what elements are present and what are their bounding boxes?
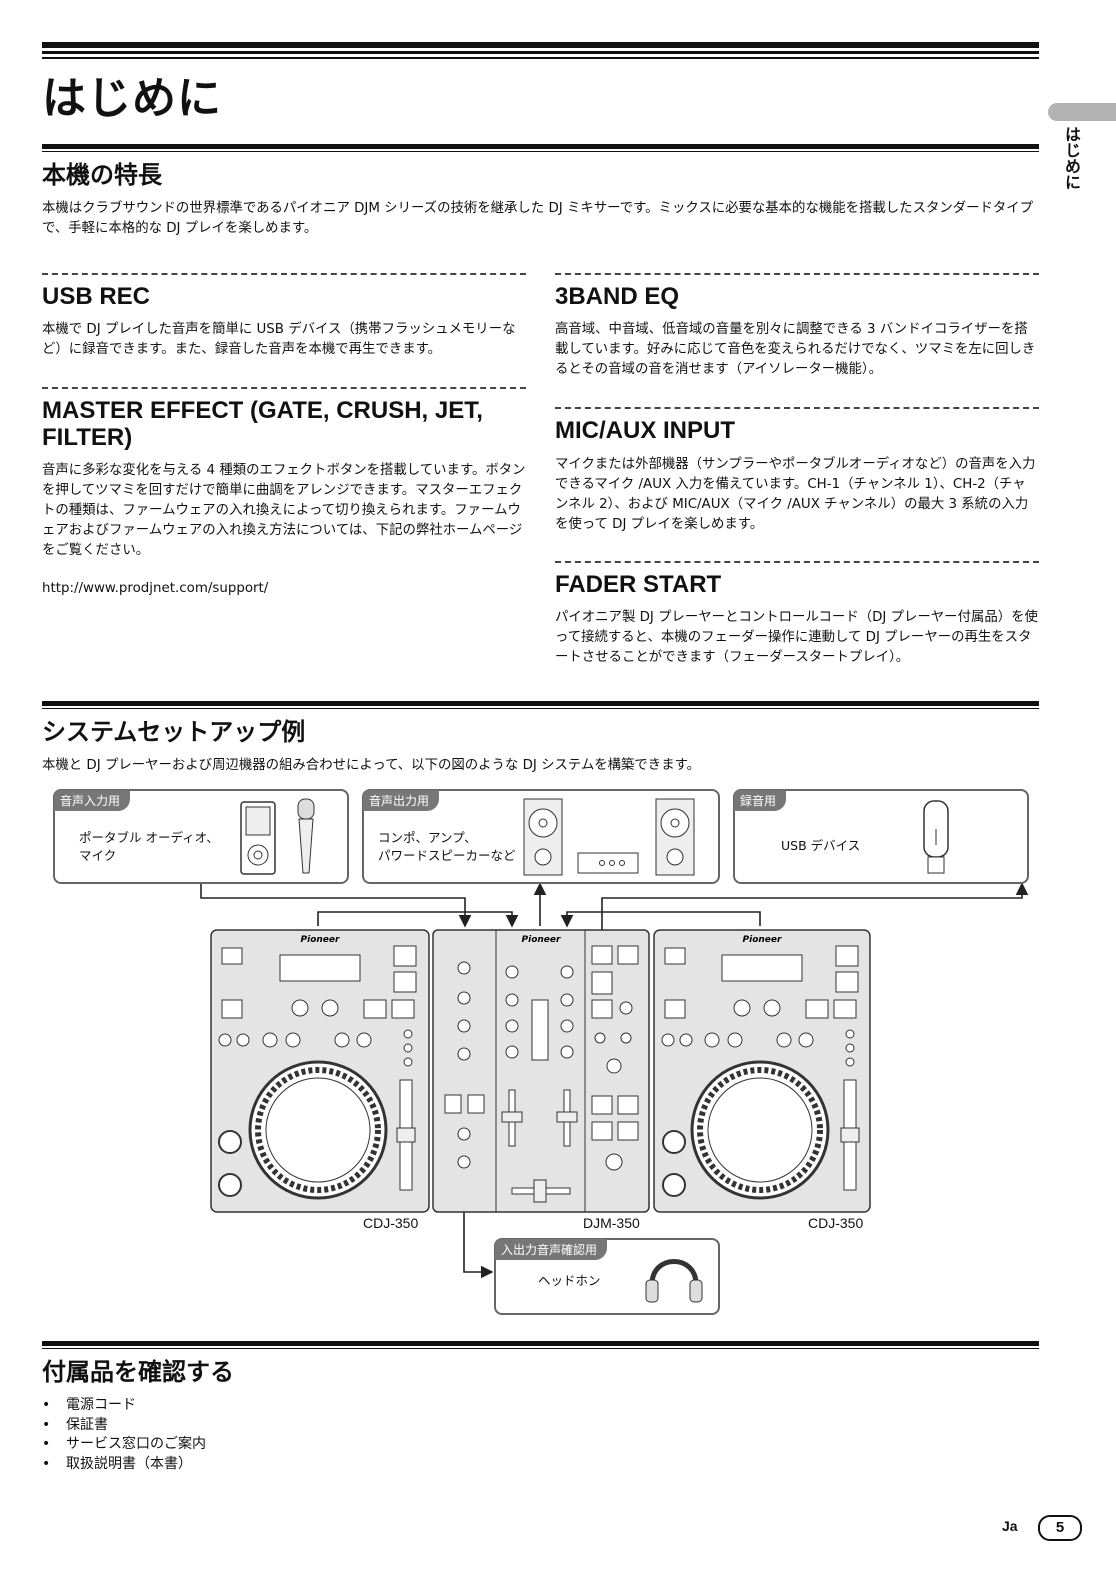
monitor-text: ヘッドホン [538, 1273, 601, 1288]
recording-tag: 録音用 [734, 790, 787, 811]
mic-aux-title: MIC/AUX INPUT [555, 417, 735, 444]
audio-output-tag: 音声出力用 [363, 790, 440, 811]
features-intro: 本機はクラブサウンドの世界標準であるパイオニア DJM シリーズの技術を継承した… [42, 201, 1034, 236]
divider [555, 561, 1039, 563]
right-player-brand: Pioneer [743, 935, 782, 945]
section-rule-thin [42, 151, 1039, 152]
audio-output-line2: パワードスピーカーなど [378, 848, 516, 863]
mixer-label: DJM-350 [583, 1215, 640, 1231]
left-player-illustration [210, 929, 430, 1213]
connector-line [560, 911, 761, 928]
speaker-system-icon [523, 798, 695, 876]
monitor-tag: 入出力音声確認用 [495, 1239, 608, 1260]
top-rule-thin [42, 51, 1039, 54]
features-heading: 本機の特長 [42, 161, 162, 189]
connector-line [317, 911, 519, 928]
audio-output-line1: コンポ、アンプ、 [378, 830, 477, 845]
audio-input-text: ポータブル オーディオ、 マイク [79, 829, 219, 865]
fader-start-title: FADER START [555, 571, 722, 598]
audio-input-line1: ポータブル オーディオ、 [79, 830, 219, 845]
monitor-box: 入出力音声確認用 ヘッドホン [494, 1238, 720, 1315]
audio-input-line2: マイク [79, 848, 117, 863]
audio-output-text: コンポ、アンプ、 パワードスピーカーなど [378, 829, 516, 865]
headphones-icon [645, 1259, 703, 1303]
section-rule [42, 144, 1039, 149]
list-item: サービス窓口のご案内 [42, 1435, 206, 1455]
top-rule-thin2 [42, 57, 1039, 59]
portable-audio-icon [240, 801, 276, 875]
master-effect-title: MASTER EFFECT (GATE, CRUSH, JET, FILTER) [42, 397, 483, 451]
connector-line [463, 1212, 494, 1279]
recording-text: USB デバイス [781, 838, 861, 853]
top-rule [42, 42, 1039, 48]
eq-body: 高音域、中音域、低音域の音量を別々に調整できる 3 バンドイコライザーを搭載して… [555, 322, 1036, 377]
system-diagram: Pioneer Pioneer Pioneer [200, 882, 1029, 1279]
page-number: 5 [1038, 1515, 1082, 1541]
master-effect-body: 音声に多彩な変化を与える 4 種類のエフェクトボタンを搭載しています。ボタンを押… [42, 463, 526, 558]
microphone-icon [297, 798, 315, 874]
divider [42, 273, 526, 275]
usb-rec-title: USB REC [42, 283, 151, 310]
side-tab [1048, 103, 1116, 121]
usb-device-icon [923, 800, 949, 874]
audio-output-box: 音声出力用 コンポ、アンプ、 パワードスピーカーなど [362, 789, 720, 884]
list-item: 電源コード [42, 1396, 206, 1416]
right-player-illustration [653, 929, 871, 1213]
side-tab-label: はじめに [1062, 126, 1081, 190]
left-player-brand: Pioneer [301, 935, 340, 945]
language-label: Ja [1002, 1518, 1018, 1534]
system-intro: 本機と DJ プレーヤーおよび周辺機器の組み合わせによって、以下の図のような D… [42, 758, 701, 773]
audio-input-box: 音声入力用 ポータブル オーディオ、 マイク [53, 789, 349, 884]
usb-rec-body: 本機で DJ プレイした音声を簡単に USB デバイス（携帯フラッシュメモリーな… [42, 322, 516, 357]
mixer-brand: Pioneer [522, 935, 561, 945]
accessories-list: 電源コード 保証書 サービス窓口のご案内 取扱説明書（本書） [42, 1396, 206, 1474]
connector-line [601, 882, 1029, 948]
section-rule [42, 1341, 1039, 1346]
page-title: はじめに [42, 73, 222, 124]
accessories-heading: 付属品を確認する [42, 1358, 234, 1386]
divider [555, 273, 1039, 275]
eq-title: 3BAND EQ [555, 283, 680, 310]
divider [42, 387, 526, 389]
section-rule-thin [42, 1348, 1039, 1349]
right-player-label: CDJ-350 [808, 1215, 864, 1231]
mic-aux-body: マイクまたは外部機器（サンプラーやポータブルオーディオなど）の音声を入力できるマ… [555, 457, 1036, 532]
connector-line [200, 882, 472, 928]
audio-input-tag: 音声入力用 [54, 790, 131, 811]
section-rule-thin [42, 708, 1039, 709]
fader-start-body: パイオニア製 DJ プレーヤーとコントロールコード（DJ プレーヤー付属品）を使… [555, 610, 1038, 665]
recording-box: 録音用 USB デバイス [733, 789, 1029, 884]
divider [555, 407, 1039, 409]
left-player-label: CDJ-350 [363, 1215, 419, 1231]
list-item: 取扱説明書（本書） [42, 1455, 206, 1475]
system-heading: システムセットアップ例 [42, 718, 306, 746]
section-rule [42, 701, 1039, 706]
master-effect-url[interactable]: http://www.prodjnet.com/support/ [42, 581, 269, 596]
list-item: 保証書 [42, 1416, 206, 1436]
mixer-illustration [432, 929, 650, 1213]
